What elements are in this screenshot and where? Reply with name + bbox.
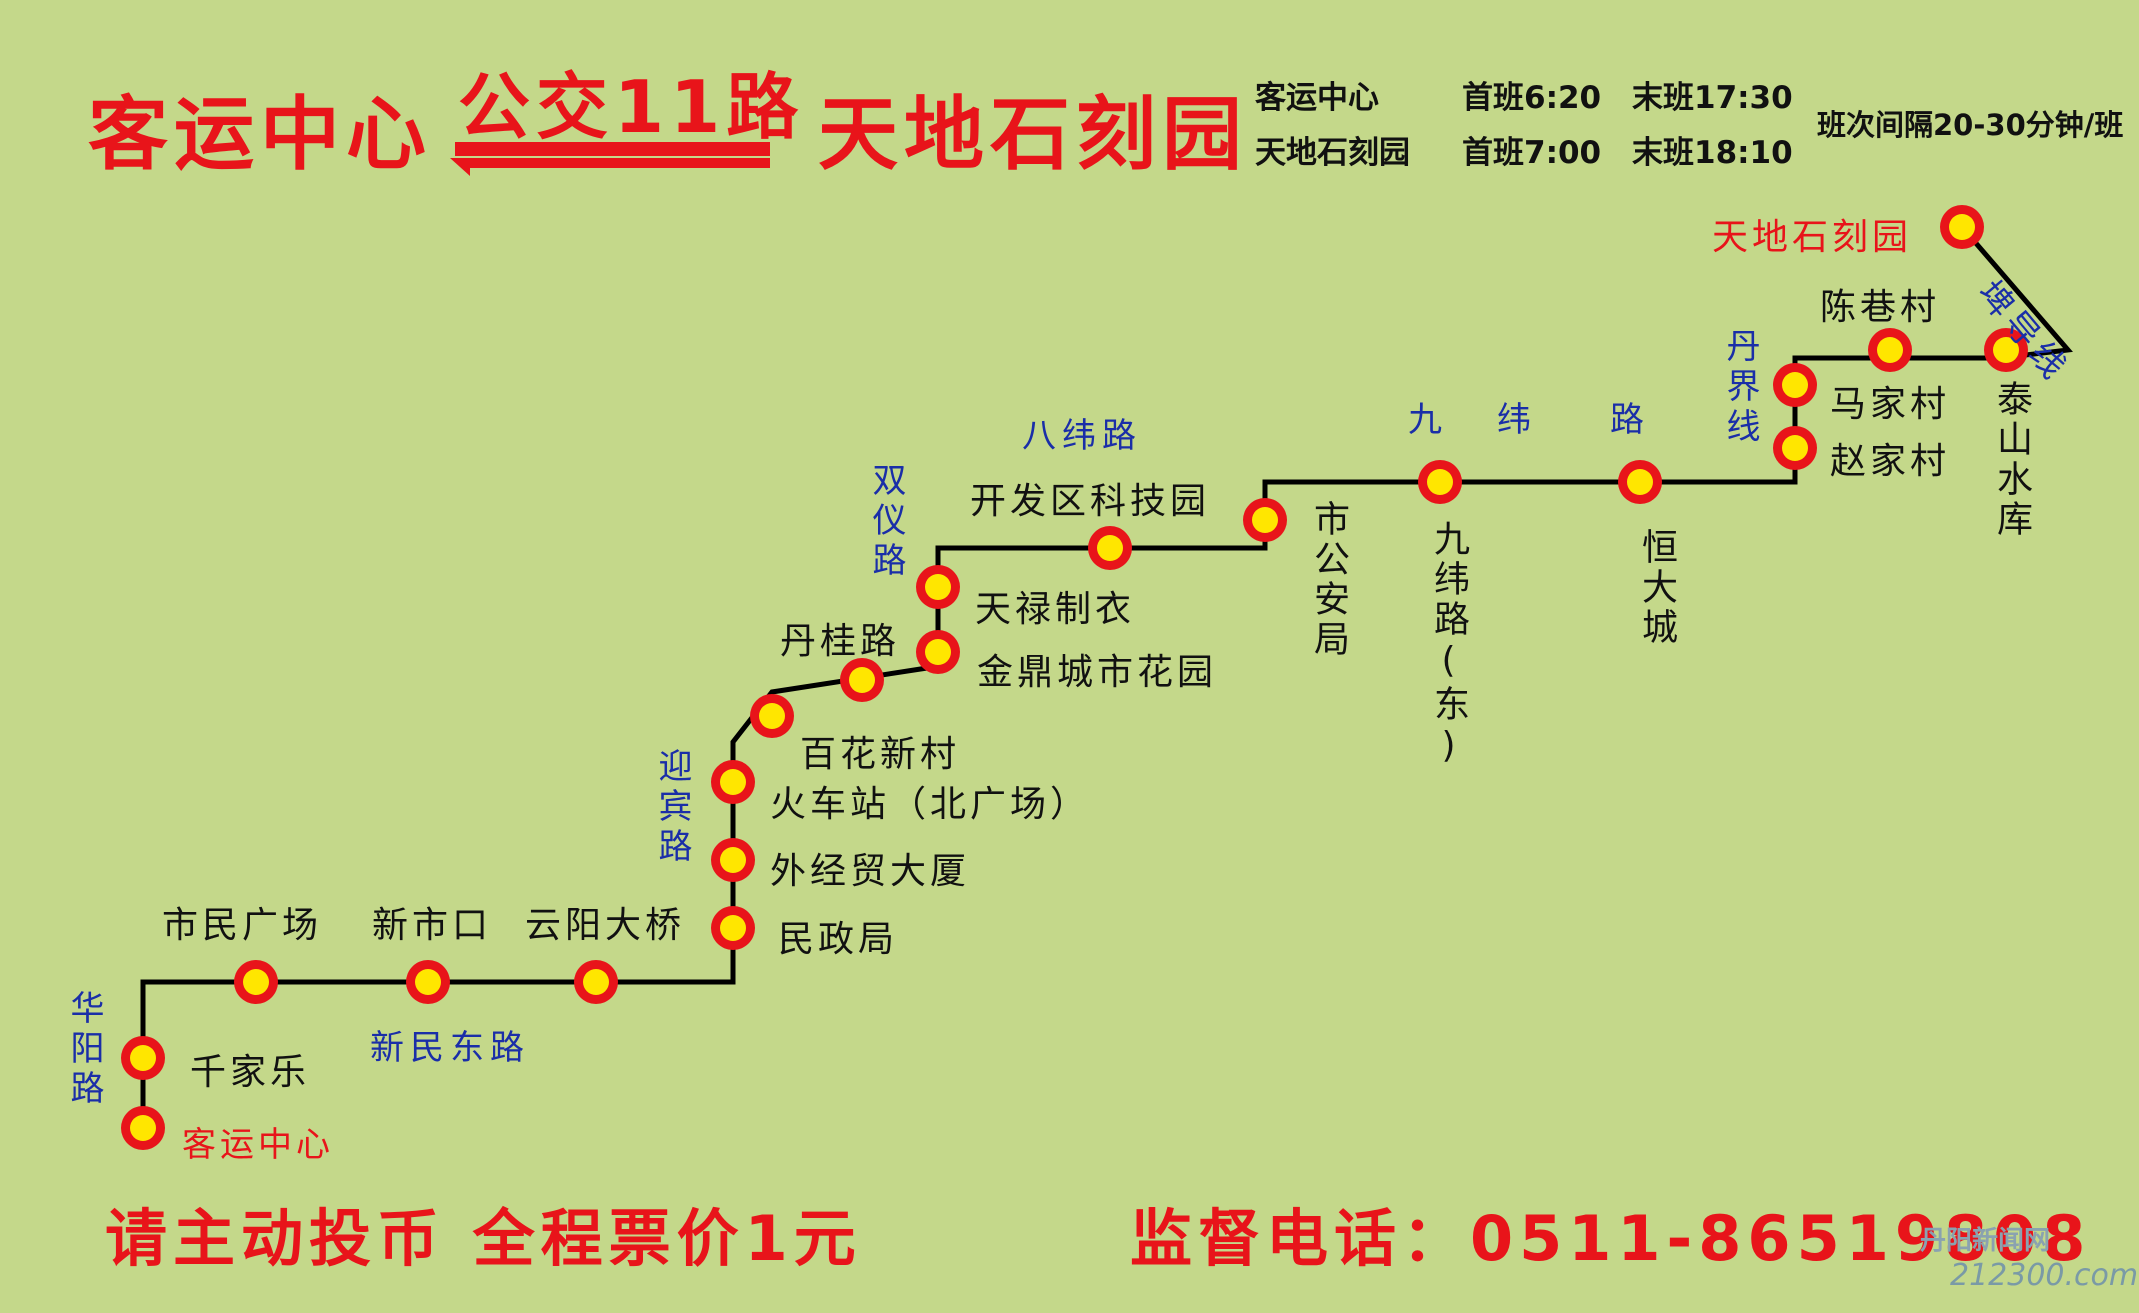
stop-marker-7 xyxy=(711,838,755,882)
watermark-url: 212300.com xyxy=(1950,1258,2139,1293)
road-label-yingbin: 迎宾路 xyxy=(652,748,692,868)
stop-label-21: 天地石刻园 xyxy=(1712,217,1913,258)
stop-marker-5 xyxy=(574,960,618,1004)
stop-marker-3 xyxy=(234,960,278,1004)
stop-marker-17 xyxy=(1773,426,1817,470)
stop-label-3: 市民广场 xyxy=(162,905,323,946)
stop-label-20: 泰山水库 xyxy=(1991,380,2032,540)
stop-marker-14 xyxy=(1243,498,1287,542)
road-label-jiuwei-1: 九 xyxy=(1408,400,1448,440)
road-label-jiuwei-2: 纬 xyxy=(1497,400,1537,440)
road-label-bawei: 八纬路 xyxy=(1022,416,1142,456)
schedule-last-1: 末班17:30 xyxy=(1632,80,1793,116)
stop-label-4: 新市口 xyxy=(372,905,493,946)
stop-marker-20 xyxy=(1984,328,2028,372)
stop-label-1: 客运中心 xyxy=(182,1125,334,1165)
road-label-huayang: 华阳路 xyxy=(64,990,104,1110)
stop-marker-18 xyxy=(1773,363,1817,407)
stop-label-5: 云阳大桥 xyxy=(525,905,686,946)
stop-marker-13 xyxy=(1088,526,1132,570)
stop-label-14: 市公安局 xyxy=(1308,500,1349,660)
stop-label-8: 火车站（北广场） xyxy=(770,784,1091,825)
schedule-terminal-1: 客运中心 xyxy=(1255,80,1379,116)
stop-marker-9 xyxy=(750,694,794,738)
stop-marker-4 xyxy=(406,960,450,1004)
stop-marker-2 xyxy=(121,1036,165,1080)
stop-label-2: 千家乐 xyxy=(190,1052,311,1093)
fare-notice: 请主动投币 全程票价1元 xyxy=(105,1202,862,1275)
stop-marker-19 xyxy=(1868,328,1912,372)
stop-label-12: 天禄制衣 xyxy=(975,589,1136,630)
stop-marker-10 xyxy=(840,658,884,702)
service-interval: 班次间隔20-30分钟/班 xyxy=(1817,108,2124,142)
origin-title: 客运中心 xyxy=(88,88,432,181)
schedule-first-2: 首班7:00 xyxy=(1462,135,1602,171)
stop-label-16: 恒大城 xyxy=(1636,528,1677,648)
direction-arrows xyxy=(450,142,770,176)
destination-title: 天地石刻园 xyxy=(818,88,1248,181)
stop-marker-21 xyxy=(1940,205,1984,249)
route-line xyxy=(140,225,2073,1128)
stop-marker-6 xyxy=(711,906,755,950)
stop-marker-15 xyxy=(1418,460,1462,504)
stop-label-17: 赵家村 xyxy=(1830,441,1951,482)
stop-label-19: 陈巷村 xyxy=(1820,287,1941,328)
road-label-danjie: 丹界线 xyxy=(1720,328,1760,448)
stop-label-10: 丹桂路 xyxy=(780,621,901,662)
schedule-last-2: 末班18:10 xyxy=(1632,135,1793,171)
route-title: 公交11路 xyxy=(458,65,805,149)
stop-marker-8 xyxy=(711,760,755,804)
stop-label-15: 九纬路(东) xyxy=(1428,520,1469,770)
stop-marker-1 xyxy=(121,1106,165,1150)
stop-label-18: 马家村 xyxy=(1830,384,1951,425)
stop-label-13: 开发区科技园 xyxy=(970,481,1211,522)
stop-label-7: 外经贸大厦 xyxy=(770,851,971,892)
road-label-shuangyi: 双仪路 xyxy=(866,462,906,582)
road-label-xinmin-east: 新民东路 xyxy=(370,1028,530,1068)
stop-label-9: 百花新村 xyxy=(800,734,961,775)
hotline: 监督电话：0511-86519808 xyxy=(1130,1202,2092,1275)
schedule-terminal-2: 天地石刻园 xyxy=(1255,135,1410,171)
stop-marker-12 xyxy=(916,565,960,609)
stop-label-6: 民政局 xyxy=(778,919,899,960)
stop-marker-11 xyxy=(916,630,960,674)
road-label-jiuwei-3: 路 xyxy=(1610,400,1650,440)
stop-marker-16 xyxy=(1618,460,1662,504)
schedule-first-1: 首班6:20 xyxy=(1462,80,1602,116)
watermark-site: 丹阳新闻网 xyxy=(1920,1226,2051,1256)
stop-label-11: 金鼎城市花园 xyxy=(977,652,1218,693)
